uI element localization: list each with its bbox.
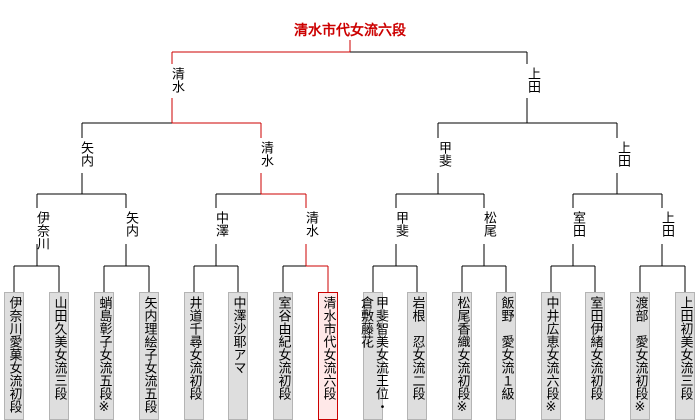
player-box-3: 蛸島彰子女流五段※	[94, 292, 114, 420]
player-box-16: 上田初美女流三段	[675, 292, 695, 420]
player-box-13: 中井広恵女流六段※	[541, 292, 561, 420]
semifinal-name-3: 甲斐	[436, 141, 451, 167]
quarterfinal-name-6: 松尾	[481, 211, 496, 237]
player-box-4: 矢内理絵子女流五段	[139, 292, 159, 420]
quarterfinal-name-2: 矢内	[123, 211, 138, 237]
quarterfinal-name-5: 甲斐	[393, 211, 408, 237]
quarterfinal-name-4: 清水	[303, 211, 318, 237]
player-box-2: 山田久美女流三段	[49, 292, 69, 420]
player-box-15: 渡部 愛女流初段※	[630, 292, 650, 420]
player-box-9: 甲斐智美女流王位・倉敷藤花	[358, 292, 388, 420]
player-box-12: 飯野 愛女流１級	[496, 292, 516, 420]
player-box-1: 伊奈川愛菓女流初段	[4, 292, 24, 420]
quarterfinal-name-1: 伊奈川	[34, 211, 49, 250]
player-box-8: 清水市代女流六段	[318, 292, 338, 420]
semifinal-name-4: 上田	[615, 141, 630, 167]
semifinal-name-2: 清水	[258, 141, 273, 167]
quarterfinal-name-3: 中澤	[213, 211, 228, 237]
player-box-10: 岩根 忍女流二段	[407, 292, 427, 420]
player-box-14: 室田伊緒女流初段	[585, 292, 605, 420]
quarterfinal-name-7: 室田	[570, 211, 585, 237]
player-box-11: 松尾香織女流初段※	[452, 292, 472, 420]
player-box-6: 中澤沙耶アマ	[228, 292, 248, 420]
quarterfinal-name-8: 上田	[659, 211, 674, 237]
final-name-right: 上田	[525, 67, 540, 93]
final-name-left: 清水	[169, 67, 184, 93]
semifinal-name-1: 矢内	[78, 141, 93, 167]
player-box-5: 井道千尋女流初段	[184, 292, 204, 420]
champion-title: 清水市代女流六段	[294, 23, 406, 39]
player-box-7: 室谷由紀女流初段	[273, 292, 293, 420]
